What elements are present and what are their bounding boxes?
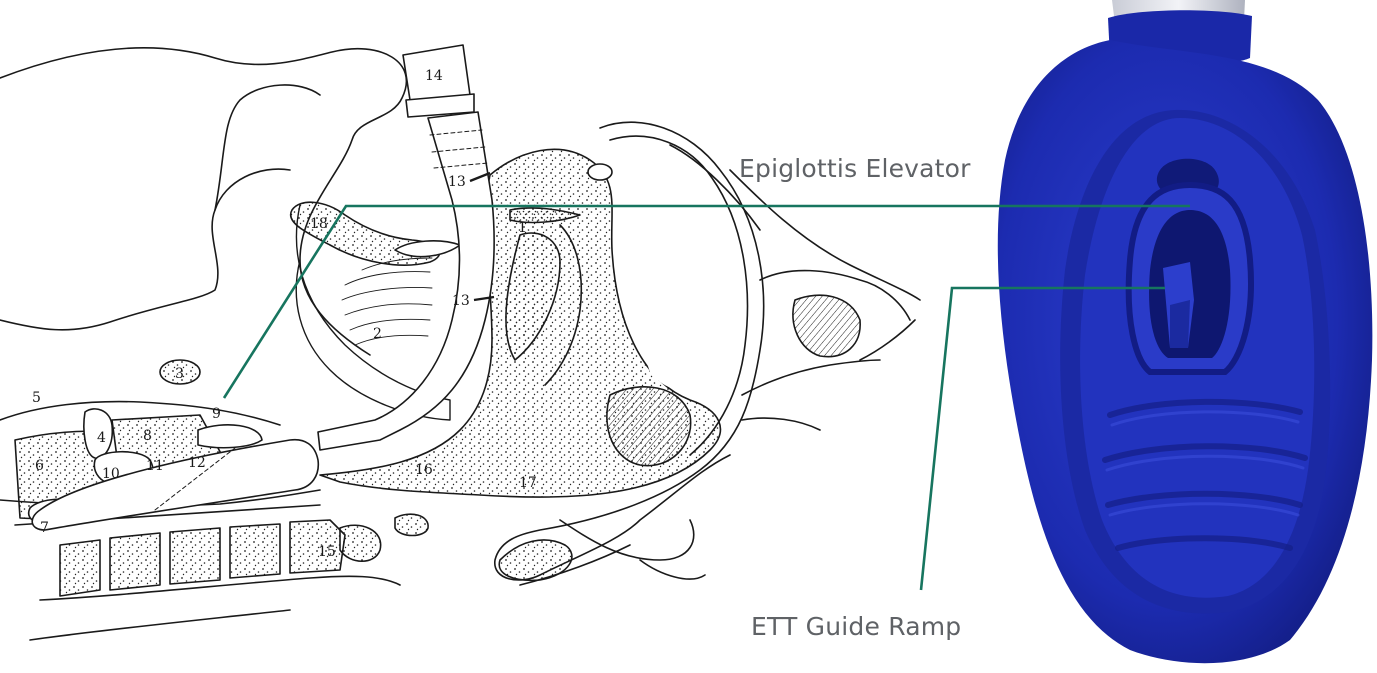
num-10: 10 bbox=[102, 466, 120, 482]
epiglottis-elevator-label: Epiglottis Elevator bbox=[739, 154, 971, 183]
num-6: 6 bbox=[35, 458, 44, 474]
num-13-upper: 13 bbox=[448, 174, 466, 190]
num-2: 2 bbox=[373, 326, 382, 342]
num-3: 3 bbox=[175, 366, 184, 382]
num-5: 5 bbox=[32, 390, 41, 406]
num-15: 15 bbox=[318, 544, 336, 560]
num-1: 1 bbox=[518, 220, 527, 236]
num-17: 17 bbox=[519, 475, 537, 491]
num-7: 7 bbox=[40, 520, 49, 536]
num-11: 11 bbox=[146, 458, 164, 474]
ett-guide-ramp-label: ETT Guide Ramp bbox=[751, 612, 961, 641]
airway-cross-section-drawing bbox=[0, 45, 920, 640]
num-16: 16 bbox=[415, 462, 433, 478]
num-8: 8 bbox=[143, 428, 152, 444]
laryngeal-mask-device-photo bbox=[998, 0, 1373, 663]
num-14: 14 bbox=[425, 68, 443, 84]
num-4: 4 bbox=[97, 430, 106, 446]
num-18: 18 bbox=[310, 216, 328, 232]
num-9: 9 bbox=[212, 406, 221, 422]
num-13-lower: 13 bbox=[452, 293, 470, 309]
num-12: 12 bbox=[188, 455, 206, 471]
